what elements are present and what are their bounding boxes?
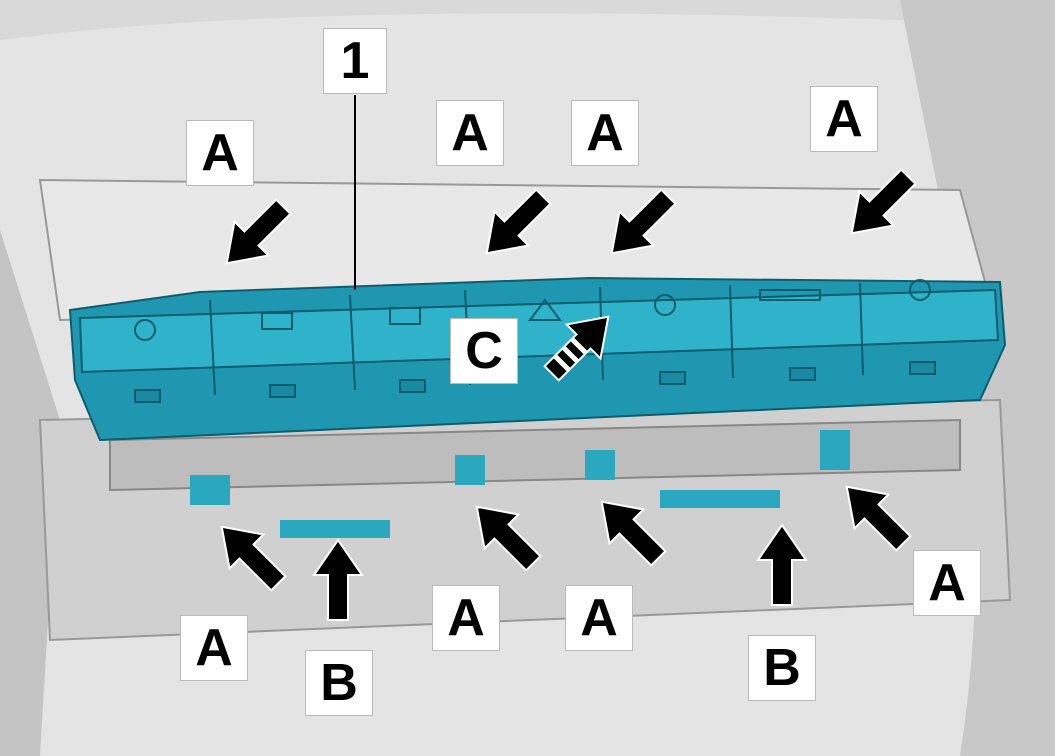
hazard-icon bbox=[528, 298, 562, 321]
callout-a-5: A bbox=[180, 615, 248, 681]
guide-2 bbox=[280, 520, 390, 538]
callout-a-1: A bbox=[186, 120, 254, 186]
callout-a-2: A bbox=[436, 100, 504, 166]
callout-a-6: A bbox=[432, 585, 500, 651]
callout-a-3: A bbox=[571, 100, 639, 166]
guide-5 bbox=[660, 490, 780, 508]
callout-b-2: B bbox=[748, 635, 816, 701]
callout-b-1: B bbox=[305, 650, 373, 716]
seat-heat-icon bbox=[134, 319, 156, 341]
switch-panel-top bbox=[78, 288, 1000, 374]
guide-1 bbox=[190, 475, 230, 505]
callout-c: C bbox=[450, 318, 518, 384]
guide-6 bbox=[820, 430, 850, 470]
stability-icon bbox=[654, 294, 676, 316]
seat-heat-rear-icon bbox=[909, 279, 931, 301]
guide-4 bbox=[585, 450, 615, 480]
callout-1: 1 bbox=[323, 28, 387, 94]
callout-a-8: A bbox=[913, 550, 981, 616]
passenger-airbag-icon bbox=[759, 289, 821, 301]
guide-3 bbox=[455, 455, 485, 485]
park-assist-icon bbox=[389, 307, 421, 325]
rail bbox=[109, 418, 961, 492]
parking-sensor-icon bbox=[261, 312, 293, 330]
callout-a-4: A bbox=[810, 86, 878, 152]
left-trim bbox=[0, 230, 60, 756]
callout-a-7: A bbox=[565, 585, 633, 651]
